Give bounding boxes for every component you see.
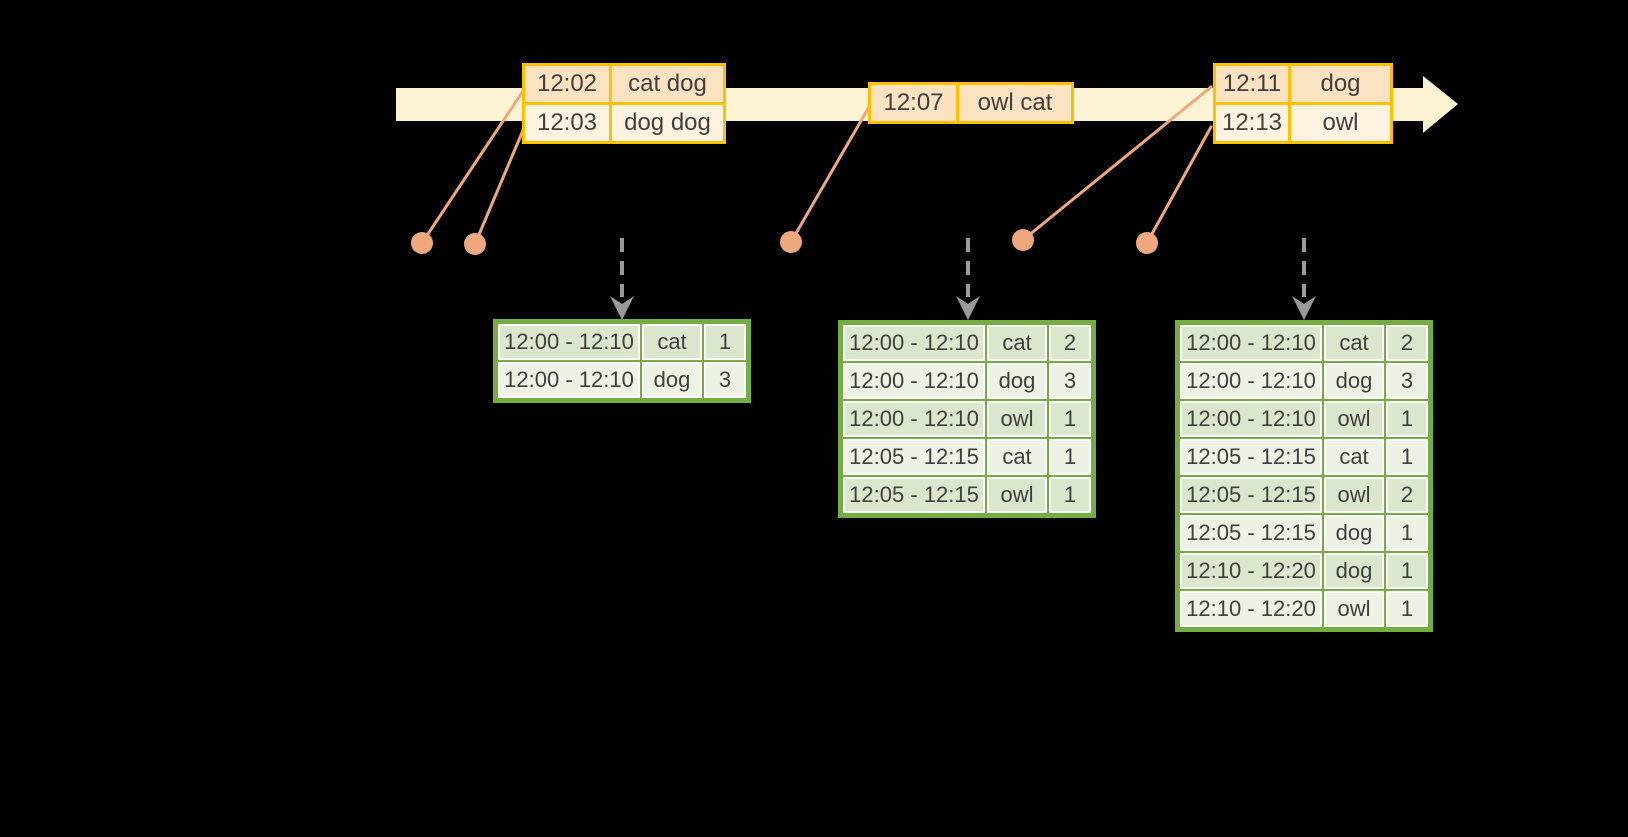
table-row: 12:00 - 12:10 cat 2 xyxy=(843,325,1091,361)
animal-cell: owl xyxy=(987,477,1047,513)
count-cell: 1 xyxy=(1386,401,1428,437)
table-row: 12:00 - 12:10 dog 3 xyxy=(498,362,746,398)
event-dot xyxy=(780,231,802,253)
event-time: 12:03 xyxy=(525,105,609,141)
window-cell: 12:05 - 12:15 xyxy=(1180,477,1322,513)
table-row: 12:00 - 12:10 dog 3 xyxy=(843,363,1091,399)
window-cell: 12:00 - 12:10 xyxy=(1180,401,1322,437)
connector-line xyxy=(1145,125,1213,245)
event-time: 12:13 xyxy=(1216,105,1288,141)
window-cell: 12:00 - 12:10 xyxy=(843,363,985,399)
count-cell: 1 xyxy=(1386,553,1428,589)
connector-line xyxy=(473,126,526,246)
animal-cell: cat xyxy=(1324,325,1384,361)
table-row: 12:05 - 12:15 owl 2 xyxy=(1180,477,1428,513)
window-cell: 12:05 - 12:15 xyxy=(843,477,985,513)
event-dot xyxy=(1012,229,1034,251)
window-cell: 12:00 - 12:10 xyxy=(1180,363,1322,399)
count-cell: 2 xyxy=(1049,325,1091,361)
arrowhead-icon xyxy=(1292,296,1316,320)
count-cell: 1 xyxy=(1386,515,1428,551)
window-cell: 12:00 - 12:10 xyxy=(498,362,640,398)
window-cell: 12:05 - 12:15 xyxy=(1180,515,1322,551)
connector-line xyxy=(789,105,871,244)
count-cell: 1 xyxy=(704,324,746,360)
timeline-arrowhead-icon xyxy=(1423,76,1458,133)
animal-cell: cat xyxy=(1324,439,1384,475)
animal-cell: owl xyxy=(987,401,1047,437)
arrowhead-icon xyxy=(610,296,634,320)
event-words: owl cat xyxy=(959,85,1071,121)
count-cell: 2 xyxy=(1386,325,1428,361)
table-row: 12:05 - 12:15 cat 1 xyxy=(843,439,1091,475)
connector-line xyxy=(1021,85,1213,242)
event-markers xyxy=(411,229,1158,255)
animal-cell: dog xyxy=(1324,553,1384,589)
event-row: 12:07 owl cat xyxy=(871,85,1071,121)
table-row: 12:00 - 12:10 cat 1 xyxy=(498,324,746,360)
event-time: 12:11 xyxy=(1216,66,1288,102)
table-row: 12:05 - 12:15 owl 1 xyxy=(843,477,1091,513)
trigger-arrows xyxy=(620,238,1306,297)
event-words: dog dog xyxy=(612,105,723,141)
event-time: 12:02 xyxy=(525,66,609,102)
table-row: 12:00 - 12:10 owl 1 xyxy=(843,401,1091,437)
table-row: 12:10 - 12:20 owl 1 xyxy=(1180,591,1428,627)
event-row: 12:13 owl xyxy=(1216,105,1390,141)
animal-cell: owl xyxy=(1324,477,1384,513)
window-cell: 12:00 - 12:10 xyxy=(843,401,985,437)
arrowhead-icon xyxy=(956,296,980,320)
table-row: 12:05 - 12:15 dog 1 xyxy=(1180,515,1428,551)
animal-cell: dog xyxy=(1324,515,1384,551)
event-words: owl xyxy=(1291,105,1390,141)
animal-cell: owl xyxy=(1324,591,1384,627)
count-cell: 1 xyxy=(1386,439,1428,475)
event-box-2: 12:07 owl cat xyxy=(868,82,1074,124)
count-cell: 3 xyxy=(1386,363,1428,399)
count-cell: 1 xyxy=(1049,439,1091,475)
result-table-1: 12:00 - 12:10 cat 1 12:00 - 12:10 dog 3 xyxy=(493,319,751,403)
event-box-1: 12:02 cat dog 12:03 dog dog xyxy=(522,63,726,144)
animal-cell: cat xyxy=(987,439,1047,475)
window-cell: 12:10 - 12:20 xyxy=(1180,591,1322,627)
window-cell: 12:00 - 12:10 xyxy=(498,324,640,360)
event-words: cat dog xyxy=(612,66,723,102)
event-time: 12:07 xyxy=(871,85,956,121)
result-table-3: 12:00 - 12:10 cat 2 12:00 - 12:10 dog 3 … xyxy=(1175,320,1433,632)
animal-cell: cat xyxy=(987,325,1047,361)
count-cell: 3 xyxy=(704,362,746,398)
count-cell: 1 xyxy=(1049,477,1091,513)
event-row: 12:03 dog dog xyxy=(525,105,723,141)
window-cell: 12:05 - 12:15 xyxy=(843,439,985,475)
animal-cell: dog xyxy=(1324,363,1384,399)
connector-line xyxy=(420,89,525,245)
window-cell: 12:10 - 12:20 xyxy=(1180,553,1322,589)
animal-cell: cat xyxy=(642,324,702,360)
event-dot xyxy=(464,233,486,255)
window-cell: 12:05 - 12:15 xyxy=(1180,439,1322,475)
table-row: 12:00 - 12:10 dog 3 xyxy=(1180,363,1428,399)
table-row: 12:00 - 12:10 cat 2 xyxy=(1180,325,1428,361)
table-row: 12:10 - 12:20 dog 1 xyxy=(1180,553,1428,589)
window-cell: 12:00 - 12:10 xyxy=(843,325,985,361)
animal-cell: dog xyxy=(642,362,702,398)
trigger-arrowheads xyxy=(610,296,1316,320)
count-cell: 1 xyxy=(1049,401,1091,437)
event-box-3: 12:11 dog 12:13 owl xyxy=(1213,63,1393,144)
event-connector-lines xyxy=(420,85,1213,246)
animal-cell: dog xyxy=(987,363,1047,399)
animal-cell: owl xyxy=(1324,401,1384,437)
event-dot xyxy=(411,232,433,254)
window-cell: 12:00 - 12:10 xyxy=(1180,325,1322,361)
count-cell: 2 xyxy=(1386,477,1428,513)
result-table-2: 12:00 - 12:10 cat 2 12:00 - 12:10 dog 3 … xyxy=(838,320,1096,518)
event-words: dog xyxy=(1291,66,1390,102)
table-row: 12:00 - 12:10 owl 1 xyxy=(1180,401,1428,437)
event-dot xyxy=(1136,232,1158,254)
table-row: 12:05 - 12:15 cat 1 xyxy=(1180,439,1428,475)
event-row: 12:11 dog xyxy=(1216,66,1390,102)
event-row: 12:02 cat dog xyxy=(525,66,723,102)
count-cell: 3 xyxy=(1049,363,1091,399)
count-cell: 1 xyxy=(1386,591,1428,627)
